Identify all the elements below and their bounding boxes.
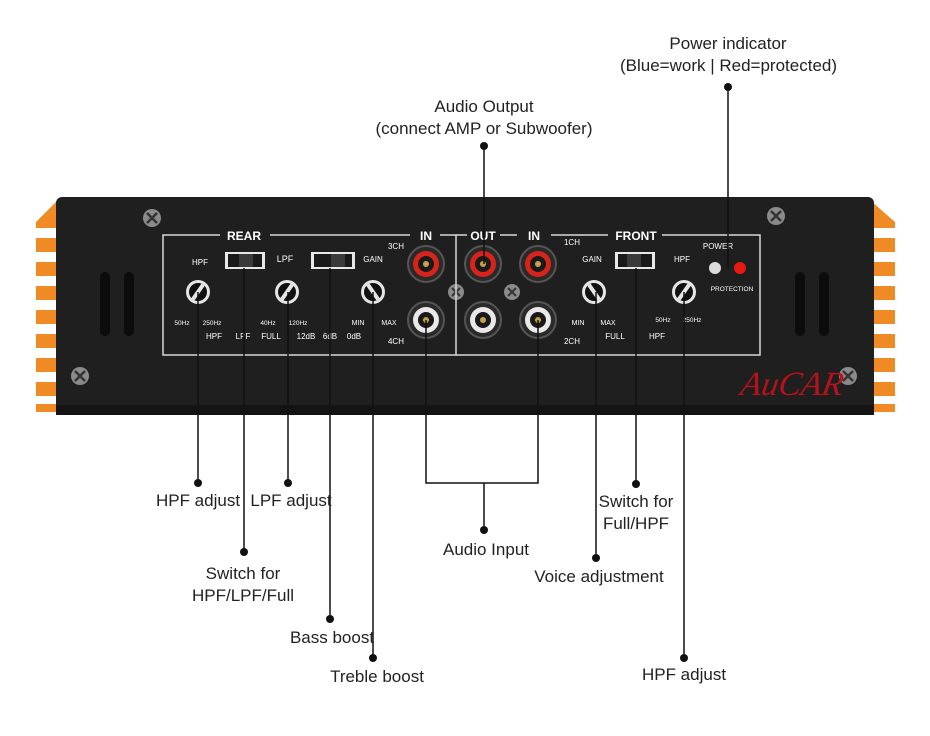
knob-rear-lpf[interactable]: [275, 280, 299, 304]
callout-lpf-adjust: LPF adjust: [250, 491, 332, 510]
callout-bass-boost: Bass boost: [289, 628, 375, 647]
vent-slots: [100, 272, 829, 336]
rca-out-white[interactable]: [464, 301, 502, 339]
leader-lines: [197, 88, 729, 657]
rear-boost-12: 12dB: [297, 332, 316, 341]
rear-boost-0: 0dB: [347, 332, 361, 341]
switch-rear-hpf-lpf-full[interactable]: [225, 252, 265, 269]
rca-front-in-red[interactable]: [519, 245, 557, 283]
rca-out-red[interactable]: [464, 245, 502, 283]
power-label: POWER: [703, 242, 733, 251]
rear-switch-full: FULL: [261, 332, 281, 341]
callout-switch-hpf-lpf-full: Switch for HPF/LPF/Full: [191, 564, 295, 605]
channel-2ch: 2CH: [564, 337, 580, 346]
callout-hpf-adjust-front: HPF adjust: [641, 665, 727, 684]
callout-switch-full-hpf: Switch for Full/HPF: [598, 492, 674, 533]
protection-label: PROTECTION: [711, 286, 754, 293]
callout-power-indicator: Power indicator (Blue=work | Red=protect…: [620, 34, 838, 75]
brand-logo: AuCAR: [736, 365, 847, 403]
rear-switch-hpf: HPF: [206, 332, 222, 341]
rear-hpf-min: 50Hz: [174, 320, 189, 327]
front-gain-max: MAX: [600, 320, 616, 327]
switch-front-full-hpf[interactable]: [615, 252, 655, 269]
front-gain-label: GAIN: [582, 255, 602, 264]
protection-led: [734, 262, 746, 274]
section-in-left: IN: [420, 229, 432, 243]
channel-1ch: 1CH: [564, 238, 580, 247]
front-gain-min: MIN: [572, 320, 585, 327]
power-led: [709, 262, 721, 274]
switch-rear-bass-boost[interactable]: [311, 252, 355, 269]
front-hpf-min: 50Hz: [655, 317, 670, 324]
section-rear: REAR: [227, 229, 261, 243]
rear-lpf-max: 120Hz: [289, 320, 308, 327]
rear-gain-min: MIN: [352, 320, 365, 327]
rear-gain-max: MAX: [381, 320, 397, 327]
channel-4ch: 4CH: [388, 337, 404, 346]
rear-hpf-label: HPF: [192, 258, 208, 267]
rear-lpf-min: 40Hz: [260, 320, 275, 327]
rear-hpf-max: 250Hz: [203, 320, 222, 327]
section-in-right: IN: [528, 229, 540, 243]
panel-outlines: [162, 234, 761, 356]
callout-audio-output: Audio Output (connect AMP or Subwoofer): [375, 97, 593, 138]
screws: [71, 207, 857, 385]
callout-voice-adjustment: Voice adjustment: [534, 567, 664, 586]
rear-gain-label: GAIN: [363, 255, 383, 264]
knob-front-gain[interactable]: [582, 280, 606, 304]
rear-lpf-label: LPF: [277, 254, 294, 264]
rear-switch-lpf: LPF: [236, 332, 251, 341]
fins-right: [870, 200, 910, 412]
front-hpf-label: HPF: [674, 255, 690, 264]
front-switch-full: FULL: [605, 332, 625, 341]
leader-dots: [194, 83, 732, 662]
front-hpf-max: 250Hz: [683, 317, 702, 324]
section-front: FRONT: [615, 229, 657, 243]
callout-treble-boost: Treble boost: [330, 667, 424, 686]
fins-left: [22, 200, 58, 412]
front-switch-hpf: HPF: [649, 332, 665, 341]
rca-rear-in-red[interactable]: [407, 245, 445, 283]
amp-chassis: [56, 197, 874, 415]
channel-3ch: 3CH: [388, 242, 404, 251]
callout-audio-input: Audio Input: [442, 540, 529, 559]
callout-hpf-adjust-rear: HPF adjust: [155, 491, 241, 510]
